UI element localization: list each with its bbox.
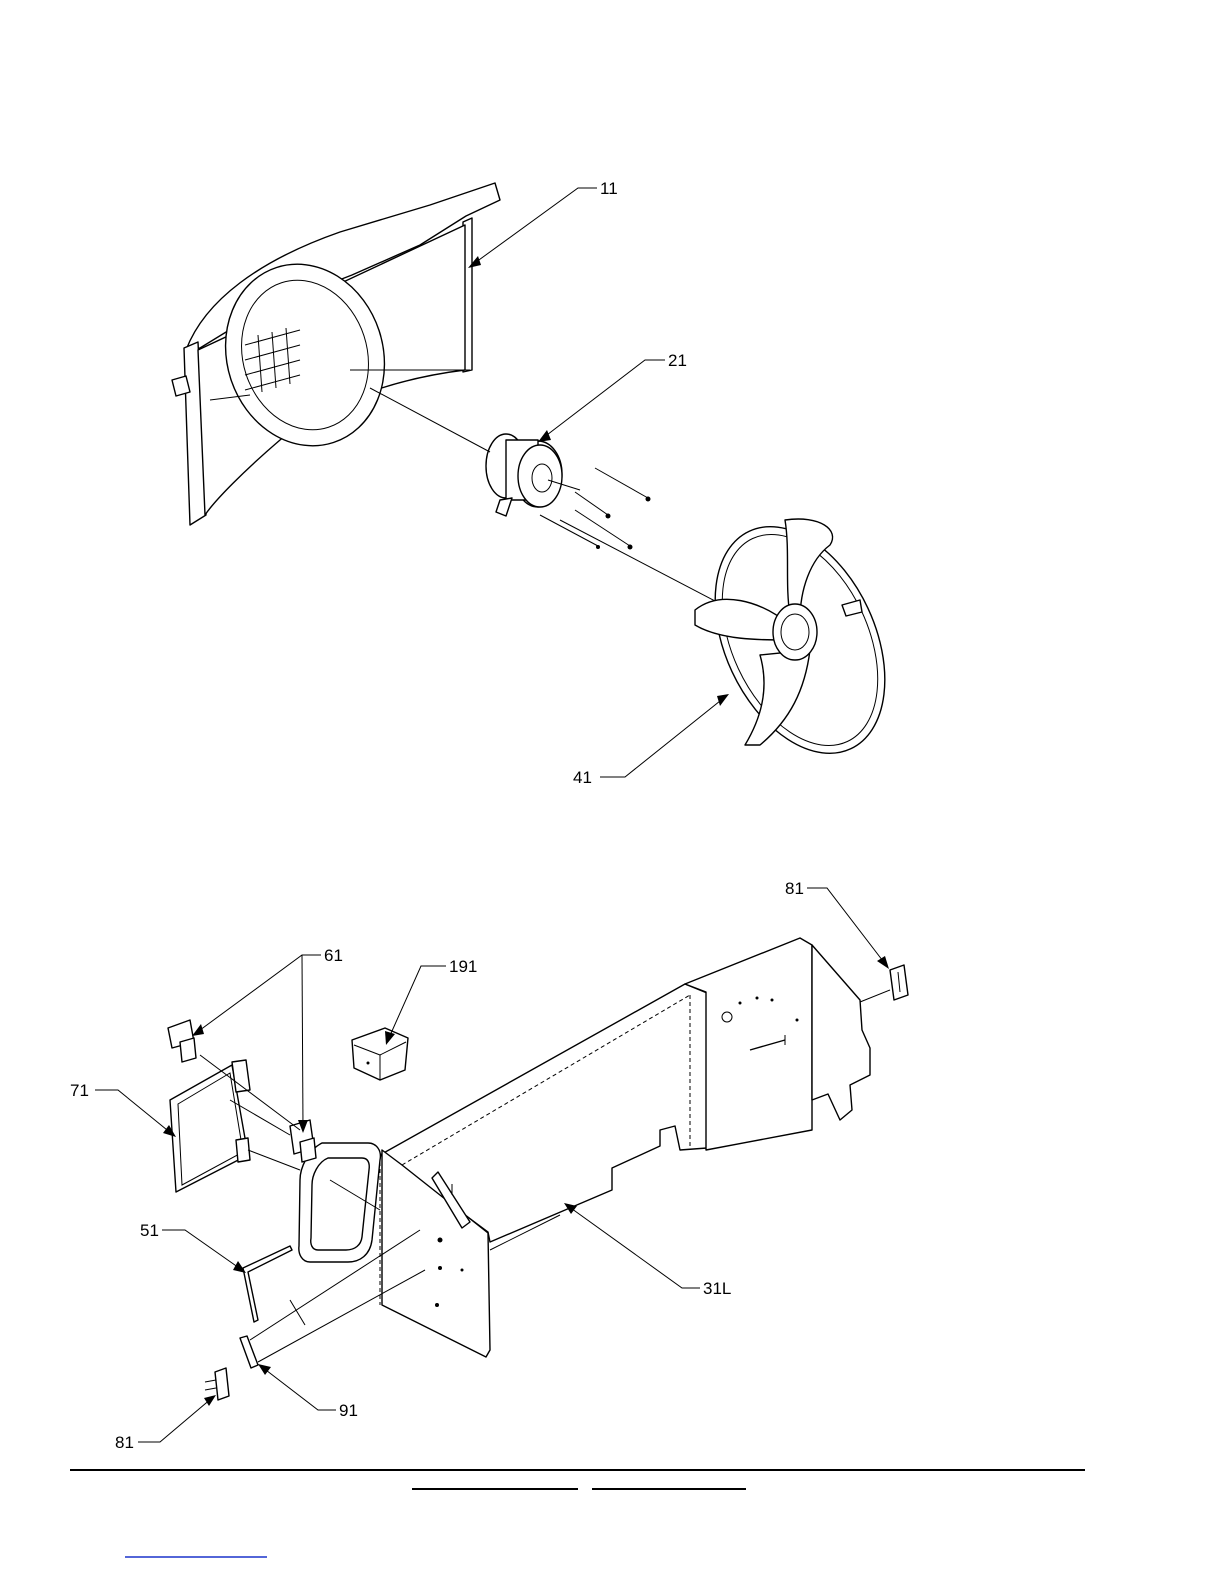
hinge-lower-part	[205, 1368, 229, 1400]
callout-11: 11	[600, 179, 618, 198]
callout-31l: 31L	[703, 1279, 731, 1298]
leader-31l	[564, 1203, 700, 1288]
leader-51	[162, 1230, 246, 1273]
side-panel-part	[380, 938, 870, 1357]
fan-motor-part	[486, 434, 580, 516]
leader-71	[95, 1090, 176, 1137]
strip-part	[240, 1336, 258, 1368]
leader-81-lower	[138, 1395, 216, 1442]
callout-81-upper: 81	[785, 879, 804, 898]
callout-71: 71	[70, 1081, 89, 1100]
leader-41	[600, 694, 729, 777]
callout-51: 51	[140, 1221, 159, 1240]
callout-41: 41	[573, 768, 592, 787]
callout-21: 21	[668, 351, 687, 370]
callout-191: 191	[449, 957, 477, 976]
shroud-part	[172, 183, 500, 525]
callout-91: 91	[339, 1401, 358, 1420]
control-box-part	[352, 1028, 408, 1080]
alignment-line	[370, 388, 490, 452]
hinge-upper-part	[860, 965, 908, 1002]
bracket-left-part	[168, 1020, 196, 1062]
filter-frame-part	[170, 1060, 250, 1192]
fan-blade-part	[681, 500, 918, 781]
leader-91	[258, 1364, 336, 1410]
leader-21	[538, 360, 665, 442]
rod-part	[243, 1246, 292, 1322]
callout-61: 61	[324, 946, 343, 965]
callout-81-lower: 81	[115, 1433, 134, 1452]
